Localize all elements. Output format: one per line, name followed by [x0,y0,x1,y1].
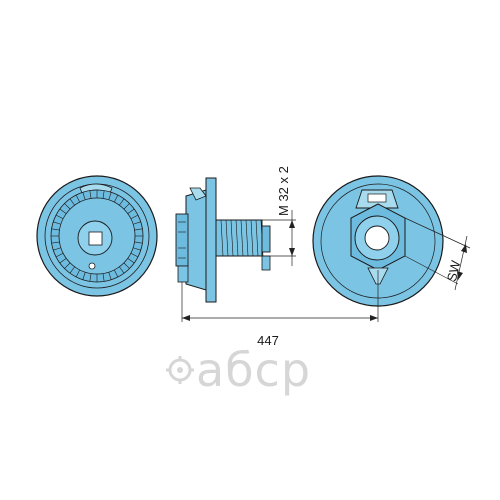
gear-tooth [119,266,125,274]
gear-tooth [123,262,130,269]
dimension-wrench-size: SW [404,217,471,291]
gear-teeth [51,190,143,282]
front-view [36,175,158,297]
rear-hub-bore [364,225,390,251]
length-dimension-label: 447 [257,333,279,348]
gear-tooth [123,203,130,210]
gear-tooth [113,269,119,278]
shaft-nut [261,225,271,253]
gear-tooth [53,247,61,251]
gear-tooth [82,272,86,280]
side-view [175,177,271,303]
watermark: aбcp [166,343,311,397]
gear-tooth [89,273,92,282]
thread-line [240,219,244,257]
gear-tooth [55,214,64,220]
gear-tooth [75,269,81,278]
gear-tooth [134,228,143,231]
gear-tooth [108,192,112,200]
gear-tooth [102,190,105,199]
side-body [185,189,207,291]
gear-tooth [53,221,61,225]
gear-tooth [130,214,139,220]
dimension-length: 447 [181,270,379,348]
gear-tooth [108,272,112,280]
thread-line [245,219,249,257]
front-small-hole [88,262,96,270]
thread-line [220,219,224,257]
gear-tooth [127,208,135,214]
gear-tooth [133,221,141,225]
side-flange [205,177,217,303]
gear-tooth [82,192,86,200]
thread-line [235,219,239,257]
gear-tooth [55,252,64,258]
side-bottom-pin [177,265,189,283]
gear-tooth [51,241,60,244]
thread-line [230,219,234,257]
gear-tooth [69,198,75,206]
thread-dimension-label: M 32 x 2 [276,166,291,216]
gear-tooth [69,266,75,274]
thread-line [250,219,254,257]
thread-lines [220,219,264,257]
gear-tooth [113,194,119,203]
gear-tooth [130,252,139,258]
gear-tooth [64,262,71,269]
gear-tooth [89,190,92,199]
gear-tooth [127,258,135,264]
hub-key-slot [88,231,103,246]
gear-tooth [133,247,141,251]
thread-line [255,219,259,257]
gear-tooth [119,198,125,206]
dimension-thread: M 32 x 2 [262,166,296,266]
gear-tooth [134,241,143,244]
wrench-size-label: SW [444,258,463,282]
gear-tooth [59,258,67,264]
rear-view [312,175,444,307]
gear-tooth [75,194,81,203]
side-top-bracket [189,187,207,201]
gear-tooth [64,203,71,210]
gear-tooth [51,228,60,231]
thread-line [225,219,229,257]
shaft-bottom-stub [261,255,271,271]
watermark-logo-icon [166,356,194,384]
gear-tooth [59,208,67,214]
watermark-text: aбcp [196,343,311,397]
gear-tooth [102,273,105,282]
